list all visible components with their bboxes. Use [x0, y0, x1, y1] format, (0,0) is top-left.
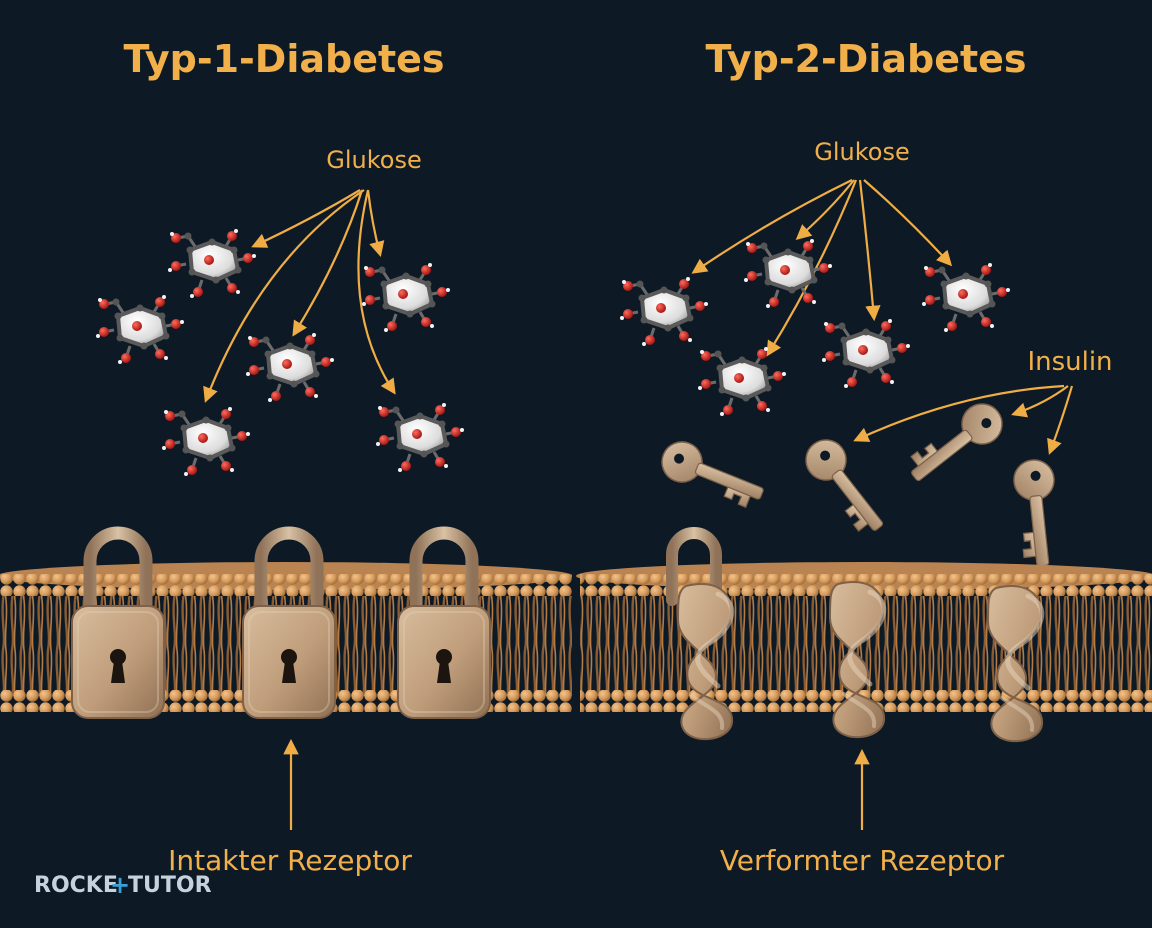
glucose-molecule-icon	[360, 261, 452, 334]
key-icon	[1011, 457, 1064, 569]
panel-title-type-1: Typ-1-Diabetes	[123, 37, 444, 81]
glucose-molecule-icon	[160, 405, 252, 478]
receptor-label-type-2: Verformter Rezeptor	[720, 844, 1005, 877]
key-icon	[901, 395, 1011, 494]
key-icon	[655, 435, 770, 514]
insulin-arrows	[853, 384, 1074, 455]
glucose-label-type-1: Glukose	[326, 146, 421, 174]
glucose-molecules-type-2	[618, 237, 1012, 418]
panel-divider	[572, 560, 580, 730]
panel-type-2: Typ-2-Diabetes Glukose Insulin	[576, 37, 1152, 877]
glucose-molecule-icon	[742, 237, 834, 310]
glucose-molecule-icon	[920, 261, 1012, 334]
receptor-label-type-1: Intakter Rezeptor	[168, 844, 412, 877]
glucose-molecule-icon	[374, 401, 466, 474]
logo-plus-icon: +	[110, 871, 130, 899]
padlock-icon	[398, 533, 490, 718]
logo-text-right: TUTOR	[128, 873, 212, 898]
padlock-icon	[72, 533, 164, 718]
glucose-molecule-icon	[618, 275, 710, 348]
glucose-molecule-icon	[244, 331, 336, 404]
logo-text-left: ROCKE	[34, 873, 118, 898]
open-shackle-icon	[666, 527, 722, 606]
glucose-molecules-type-1	[94, 227, 466, 478]
panel-type-1: Typ-1-Diabetes Glukose	[0, 37, 573, 877]
insulin-label: Insulin	[1027, 347, 1112, 377]
glucose-molecule-icon	[166, 227, 258, 300]
glucose-molecule-icon	[94, 293, 186, 366]
logo: ROCKE + TUTOR	[34, 871, 212, 899]
padlocks-type-1	[72, 533, 490, 718]
padlock-icon	[243, 533, 335, 718]
glucose-label-type-2: Glukose	[814, 138, 909, 166]
glucose-molecule-icon	[820, 317, 912, 390]
panel-title-type-2: Typ-2-Diabetes	[705, 37, 1026, 81]
glucose-arrows-type-1	[203, 189, 396, 403]
key-icon	[797, 431, 896, 541]
glucose-molecule-icon	[696, 345, 788, 418]
